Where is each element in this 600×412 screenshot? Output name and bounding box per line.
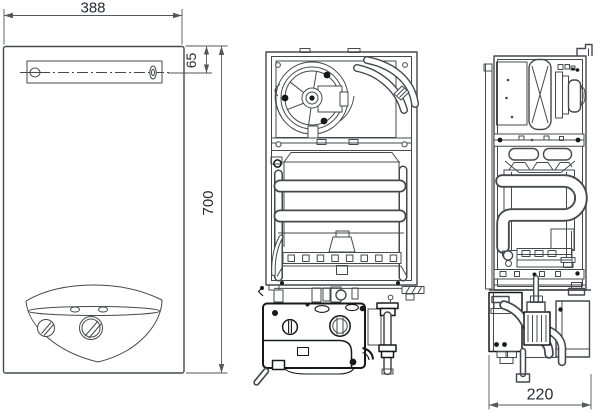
mounting-bracket [20,60,170,84]
keyhole-right [149,65,157,80]
internal-front-view [257,48,425,383]
gas-valve-side [523,295,551,346]
side-view [483,43,593,383]
arrow-right [173,12,182,19]
arrow-top [218,46,225,55]
gas-valve-unit [257,302,374,383]
injector-rail [282,252,402,264]
arrow-bottom [218,364,225,373]
bottom-connectors [257,284,425,303]
motor-side [555,64,586,119]
flue-pipes [357,60,415,110]
arrow-right [582,402,591,408]
width-dimension-label: 388 [80,0,105,17]
arrow-bottom [203,64,210,73]
dimension-height: 700 [186,46,228,374]
valve-label [296,346,310,357]
side-bottom-unit [488,282,591,383]
knob-small[interactable] [37,319,55,337]
flue-connector [393,85,410,101]
flue-duct-bracket [401,286,425,301]
valve-knob-small[interactable] [281,318,299,336]
back-plate [483,63,493,290]
fan-bolt [281,94,289,102]
burner-side [502,231,576,268]
arrow-top [203,46,210,55]
heat-exchanger [270,152,403,278]
dimension-bracket-offset: 65 [168,45,228,74]
height-dimension-label: 700 [200,190,217,215]
gas-valve-body [262,302,366,369]
fan-assembly [274,61,355,139]
side-lower-rail [489,269,591,301]
keyhole-left [28,67,42,78]
gas-piping-right [367,294,399,374]
scroll-inlet-tab [274,83,281,97]
crossbar [271,137,412,151]
front-view-with-cover [2,45,185,374]
side-top-panel [496,61,528,126]
burner-assembly [273,230,408,277]
fan-bolt [323,71,331,79]
fan-bolt [320,117,328,125]
valve-knob-large[interactable] [329,315,351,337]
vent-slots [504,147,576,173]
depth-dimension-label: 220 [527,387,554,404]
front-panel [2,45,185,374]
pipe-foot [515,373,531,383]
display-window [27,306,161,316]
control-panel [25,284,163,363]
burner-manifold [328,236,356,253]
dimension-depth: 220 [488,355,592,410]
arrow-left [4,12,13,19]
fan-side [528,58,552,131]
arrow-left [489,402,498,408]
knob-large[interactable] [79,316,103,340]
gas-elbow [362,347,374,360]
button-right[interactable] [98,306,108,313]
injectors [287,254,398,262]
heat-exchanger-side [502,162,581,251]
button-left[interactable] [70,306,80,313]
bracket-offset-label: 65 [183,53,199,69]
hanging-hook [576,43,593,56]
side-crossband [493,133,585,147]
dimension-width: 388 [3,0,183,45]
collector-hood [504,160,576,173]
